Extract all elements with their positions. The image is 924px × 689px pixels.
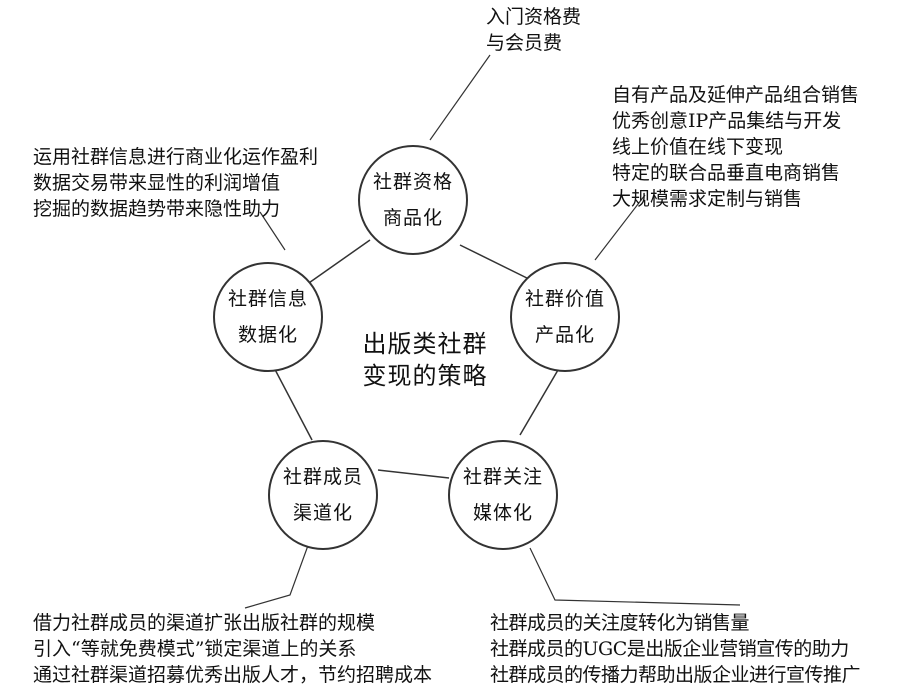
note-line: 挖掘的数据趋势带来隐性助力 bbox=[33, 198, 281, 220]
node-qualification: 社群资格 商品化 bbox=[358, 145, 468, 255]
node-label: 社群价值 bbox=[524, 288, 605, 310]
leader-info bbox=[259, 211, 286, 251]
node-label: 社群成员 bbox=[282, 466, 363, 488]
node-label: 商品化 bbox=[382, 207, 443, 229]
note-line: 社群成员的关注度转化为销售量 bbox=[490, 612, 750, 634]
node-label: 产品化 bbox=[534, 324, 595, 346]
note-line: 数据交易带来显性的利润增值 bbox=[33, 172, 281, 194]
node-label: 渠道化 bbox=[292, 502, 353, 524]
note-line: 自有产品及延伸产品组合销售 bbox=[612, 84, 860, 106]
note-line: 与会员费 bbox=[486, 32, 563, 54]
note-line: 优秀创意IP产品集结与开发 bbox=[612, 110, 842, 132]
edge-member-info bbox=[269, 359, 313, 441]
note-line: 特定的联合品垂直电商销售 bbox=[612, 162, 841, 184]
node-label: 数据化 bbox=[237, 324, 298, 346]
note-line: 借力社群成员的渠道扩张出版社群的规模 bbox=[33, 612, 376, 634]
edge-qualification-value bbox=[459, 244, 536, 283]
center-title-line: 变现的策略 bbox=[362, 362, 488, 390]
edge-value-attention bbox=[519, 369, 559, 436]
note-member: 借力社群成员的渠道扩张出版社群的规模 引入“等就免费模式”锁定渠道上的关系 通过… bbox=[33, 610, 432, 688]
note-value: 自有产品及延伸产品组合销售 优秀创意IP产品集结与开发 线上价值在线下变现 特定… bbox=[612, 82, 859, 212]
node-label: 社群信息 bbox=[227, 288, 308, 310]
note-line: 运用社群信息进行商业化运作盈利 bbox=[33, 146, 319, 168]
leader-qualification bbox=[429, 54, 491, 141]
leader-value bbox=[594, 194, 646, 261]
note-line: 入门资格费 bbox=[486, 6, 582, 28]
center-title: 出版类社群 变现的策略 bbox=[350, 328, 500, 392]
node-label: 社群关注 bbox=[462, 466, 543, 488]
note-line: 线上价值在线下变现 bbox=[612, 136, 784, 158]
center-title-line: 出版类社群 bbox=[362, 330, 488, 358]
node-info: 社群信息 数据化 bbox=[213, 262, 323, 372]
note-info: 运用社群信息进行商业化运作盈利 数据交易带来显性的利润增值 挖掘的数据趋势带来隐… bbox=[33, 144, 318, 222]
node-label: 社群资格 bbox=[372, 171, 453, 193]
node-attention: 社群关注 媒体化 bbox=[448, 440, 558, 550]
node-value: 社群价值 产品化 bbox=[510, 262, 620, 372]
note-attention: 社群成员的关注度转化为销售量 社群成员的UGC是出版企业营销宣传的助力 社群成员… bbox=[490, 610, 861, 688]
node-label: 媒体化 bbox=[472, 502, 533, 524]
note-line: 社群成员的UGC是出版企业营销宣传的助力 bbox=[490, 638, 849, 660]
note-line: 大规模需求定制与销售 bbox=[612, 188, 803, 210]
note-line: 通过社群渠道招募优秀出版人才，节约招聘成本 bbox=[33, 664, 433, 686]
leader-member bbox=[244, 539, 311, 609]
node-member: 社群成员 渠道化 bbox=[268, 440, 378, 550]
note-line: 引入“等就免费模式”锁定渠道上的关系 bbox=[33, 638, 357, 660]
edge-info-qualification bbox=[305, 239, 371, 286]
edge-attention-member bbox=[377, 469, 450, 479]
note-line: 社群成员的传播力帮助出版企业进行宣传推广 bbox=[490, 664, 861, 686]
note-qualification: 入门资格费 与会员费 bbox=[486, 4, 581, 56]
leader-attention bbox=[529, 547, 741, 606]
